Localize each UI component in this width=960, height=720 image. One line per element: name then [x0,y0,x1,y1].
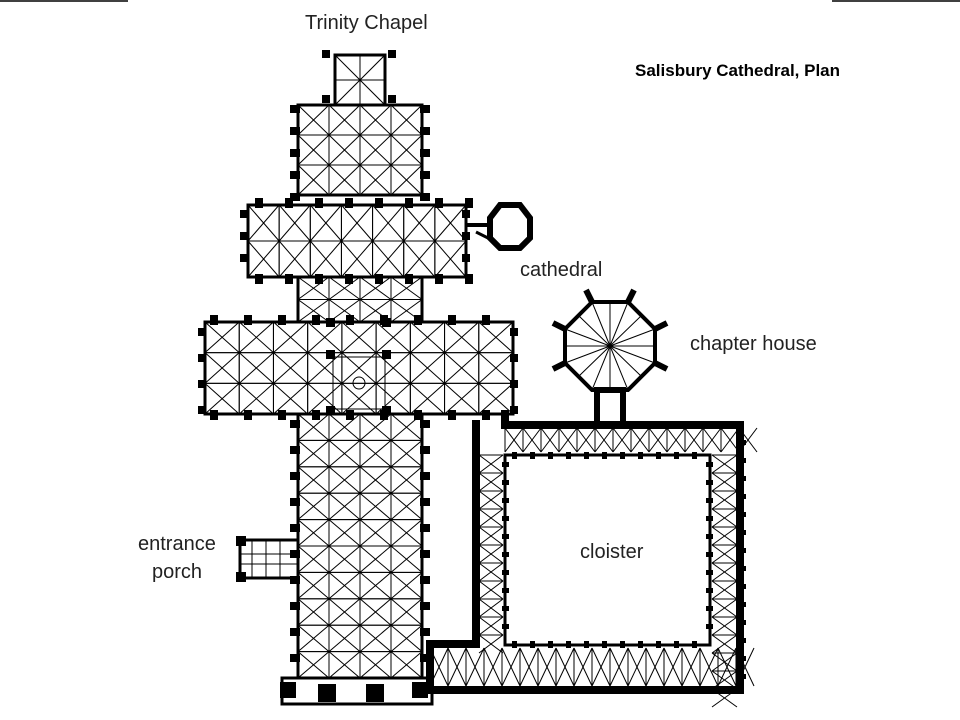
label-cathedral: cathedral [520,259,602,281]
octagonal-chapel [466,202,533,251]
trinity-chapel [322,50,396,107]
page-title: Salisbury Cathedral, Plan [635,61,840,80]
label-porch: porch [152,561,202,583]
entrance-porch-structure [236,536,300,582]
label-cloister: cloister [580,541,644,563]
west-front [280,676,434,706]
chapter-house-structure [551,288,669,429]
presbytery [296,103,424,197]
buttress-markers [198,105,518,662]
label-chapter-house: chapter house [690,333,817,355]
label-trinity-chapel: Trinity Chapel [305,12,428,34]
main-transept [203,320,515,416]
label-entrance: entrance [138,533,216,555]
cloister-structure [426,410,758,708]
nave [296,412,424,680]
eastern-transept [246,203,468,279]
